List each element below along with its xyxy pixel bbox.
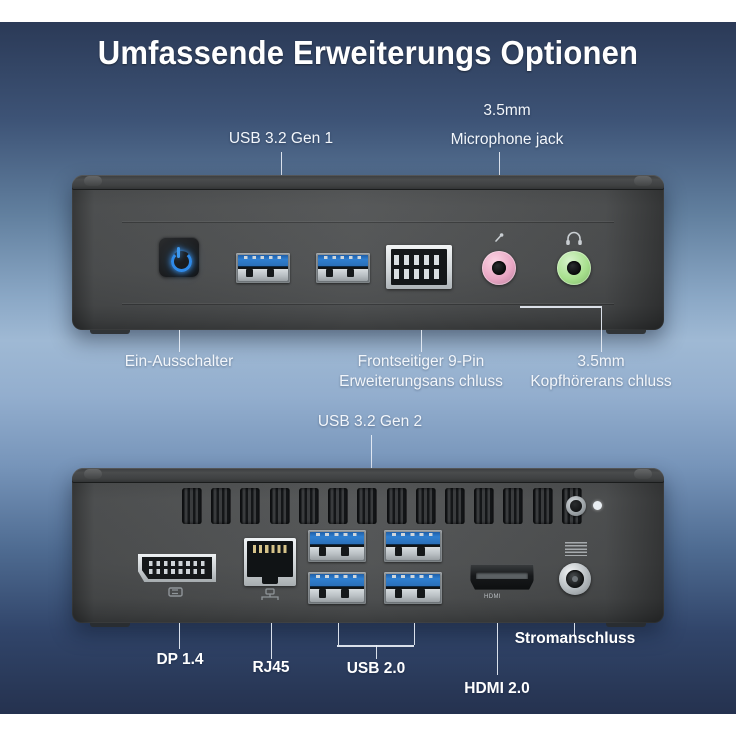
page-title: Umfassende Erweiterungs Optionen — [97, 34, 639, 71]
front-lid-nub-right — [634, 176, 652, 186]
leader-rj45 — [270, 623, 273, 659]
hdmi-etch-label: HDMI — [484, 594, 501, 600]
status-led — [593, 501, 602, 510]
front-groove-bottom — [122, 303, 614, 304]
label-stromanschluss: Stromanschluss — [514, 630, 636, 647]
label-usb32gen1: USB 3.2 Gen 1 — [228, 130, 334, 147]
front-foot-right — [606, 330, 646, 334]
certification-marks — [565, 542, 587, 558]
label-headphone-line2: Kopfhörerans chluss — [530, 373, 672, 390]
label-mic-line2: Microphone jack — [450, 131, 564, 148]
top-white-band — [0, 0, 736, 22]
headphone-jack[interactable] — [557, 251, 591, 285]
rear-lid-nub-left — [84, 469, 102, 479]
front-foot-left — [90, 330, 130, 334]
leader-headphone-stem — [600, 306, 603, 352]
label-mic-line1: 3.5mm — [483, 102, 531, 119]
headphone-icon — [566, 231, 582, 245]
rear-lid — [72, 468, 664, 483]
rear-chassis: HDMI — [72, 468, 664, 627]
leader-dp — [178, 623, 181, 649]
displayport-icon — [168, 587, 183, 597]
label-rj45: RJ45 — [252, 659, 290, 676]
power-button[interactable] — [159, 237, 199, 277]
usb-port-rear-2[interactable] — [384, 530, 442, 562]
ethernet-icon — [261, 588, 279, 600]
label-9pin-line2: Erweiterungsans chluss — [339, 373, 503, 390]
label-dp14: DP 1.4 — [156, 651, 204, 668]
rear-lid-nub-right — [634, 469, 652, 479]
leader-hdmi — [496, 623, 499, 675]
label-9pin-line1: Frontseitiger 9-Pin — [357, 353, 485, 370]
bottom-white-band — [0, 714, 736, 736]
power-icon — [169, 247, 192, 272]
leader-9pin — [420, 330, 423, 352]
usb-port-rear-4[interactable] — [384, 572, 442, 604]
front-groove-top — [122, 221, 614, 222]
usb-port-front-1[interactable] — [236, 253, 290, 283]
label-power-switch: Ein-Ausschalter — [124, 353, 234, 370]
rj45-ethernet-port[interactable] — [244, 538, 296, 586]
displayport-connector[interactable] — [138, 554, 216, 582]
leader-powerbtn — [178, 330, 181, 352]
leader-power-connector — [573, 623, 576, 637]
microphone-icon — [495, 233, 504, 242]
usb-port-rear-3[interactable] — [308, 572, 366, 604]
rear-foot-right — [606, 623, 646, 627]
leader-headphone-arm — [520, 306, 601, 308]
front-9pin-header[interactable] — [386, 245, 452, 289]
dc-power-jack[interactable] — [559, 563, 591, 595]
leader-usb20-left — [337, 623, 340, 645]
clear-cmos-button[interactable] — [566, 496, 586, 516]
microphone-jack[interactable] — [482, 251, 516, 285]
label-usb32gen2: USB 3.2 Gen 2 — [317, 413, 423, 430]
hdmi-connector[interactable] — [470, 564, 534, 590]
leader-usb20-stem — [375, 645, 378, 659]
usb-port-rear-1[interactable] — [308, 530, 366, 562]
leader-usb20-right — [413, 623, 416, 645]
label-headphone-line1: 3.5mm — [577, 353, 625, 370]
label-hdmi20: HDMI 2.0 — [464, 680, 530, 697]
front-lid — [72, 175, 664, 190]
usb-port-front-2[interactable] — [316, 253, 370, 283]
rear-foot-left — [90, 623, 130, 627]
ventilation-grille — [182, 488, 582, 524]
front-lid-nub-left — [84, 176, 102, 186]
front-chassis — [72, 175, 664, 334]
label-usb20: USB 2.0 — [346, 660, 406, 677]
